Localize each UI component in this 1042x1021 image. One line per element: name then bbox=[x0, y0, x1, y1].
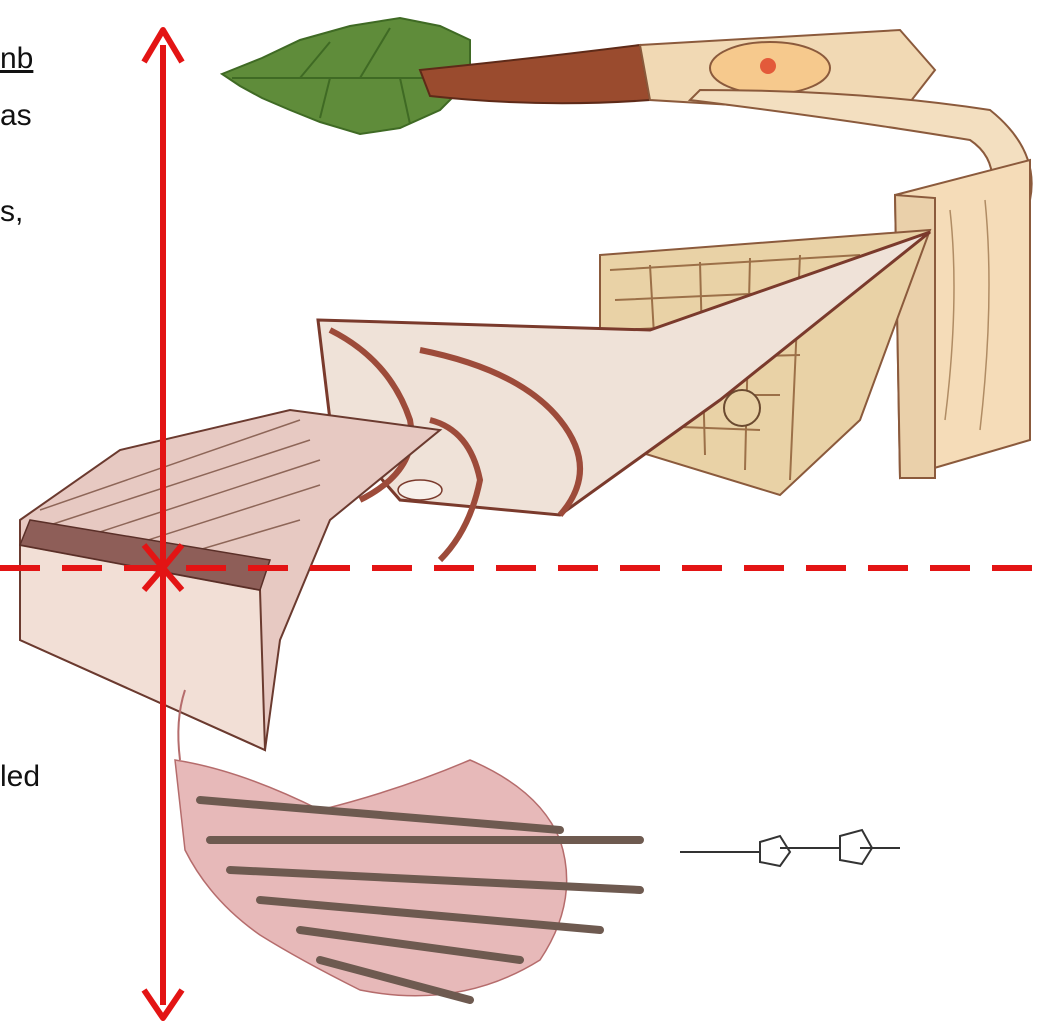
microfibril-bundle bbox=[175, 690, 900, 1000]
twig-with-leaf bbox=[222, 18, 1032, 200]
layered-cell-wall-slab bbox=[20, 410, 440, 750]
branch-center bbox=[760, 58, 776, 74]
wood-plank bbox=[895, 160, 1030, 478]
